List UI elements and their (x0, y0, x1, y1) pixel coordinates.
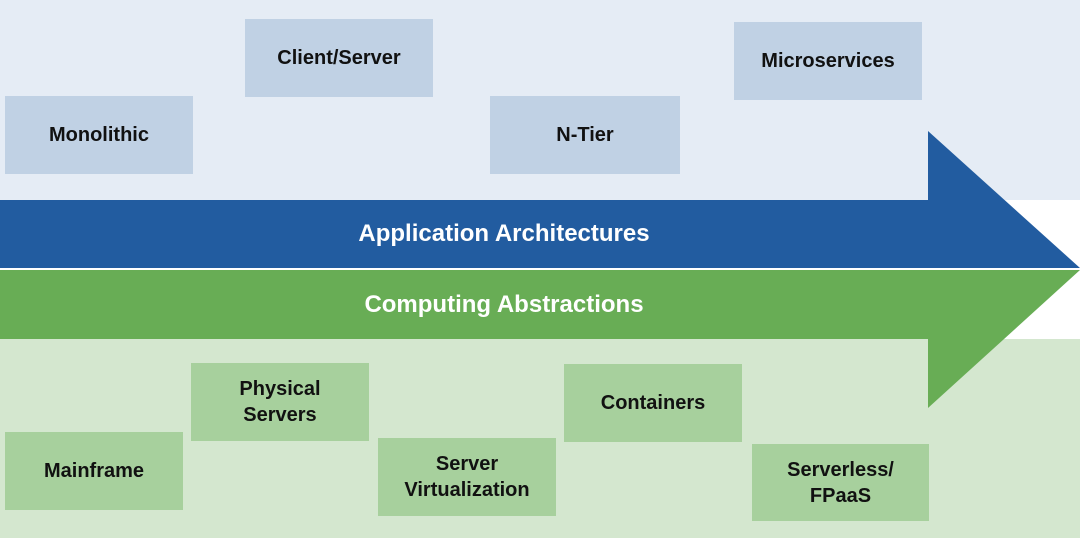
arch-box-label: Monolithic (49, 124, 149, 146)
architectures-arrow (0, 131, 1080, 268)
arch-box-label: Microservices (761, 50, 895, 72)
arch-box-label: N-Tier (556, 124, 614, 146)
arch-box-client-server: Client/Server (245, 19, 433, 97)
architectures-arrow-label: Application Architectures (358, 220, 650, 247)
comp-box-containers: Containers (564, 364, 742, 442)
comp-box-server-virtualization: Server Virtualization (378, 438, 556, 516)
arch-box-label: Client/Server (277, 47, 401, 69)
comp-box-physical-servers: Physical Servers (191, 363, 369, 441)
comp-box-serverless-fpaas: Serverless/ FPaaS (752, 444, 929, 521)
comp-box-label: Server Virtualization (404, 453, 530, 501)
computing-arrow-label: Computing Abstractions (364, 291, 644, 318)
comp-box-label: Serverless/ FPaaS (787, 458, 894, 507)
comp-box-label: Physical Servers (239, 378, 321, 426)
arch-box-microservices: Microservices (734, 22, 922, 100)
arch-box-monolithic: Monolithic (5, 96, 193, 174)
arch-box-n-tier: N-Tier (490, 96, 680, 174)
comp-box-label: Mainframe (43, 460, 145, 482)
computing-arrow (0, 270, 1080, 408)
comp-box-label: Containers (600, 392, 706, 414)
comp-box-mainframe: Mainframe (5, 432, 183, 510)
